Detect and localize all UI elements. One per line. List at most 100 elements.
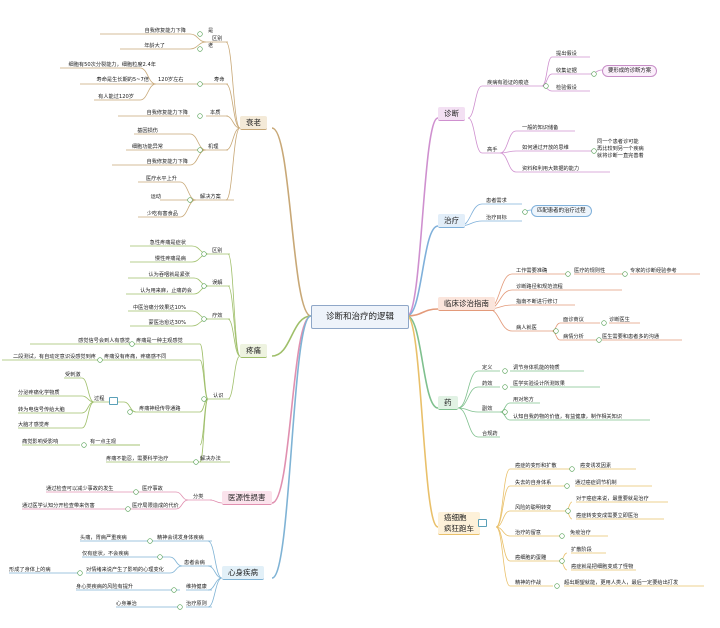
aging-mech-item-1: 基因损伤 (137, 128, 158, 134)
collapse-toggle-icon (133, 489, 139, 495)
root-node[interactable]: 诊断和治疗的逻辑 (311, 305, 409, 329)
connector-line (175, 499, 189, 510)
collapse-toggle-icon (502, 384, 508, 390)
treat-item-2: 治疗目标 (486, 215, 507, 221)
collapse-toggle-icon (569, 466, 575, 472)
branch-aging[interactable]: 衰老 (240, 116, 267, 130)
branch-iatrogenic[interactable]: 医源性损害 (222, 491, 272, 505)
connector-line (457, 370, 479, 409)
aging-mech-label: 机理 (208, 144, 219, 150)
connector-line (271, 315, 312, 579)
connector-line (199, 398, 209, 413)
collapse-toggle-icon (193, 459, 199, 465)
connector-line (123, 401, 137, 413)
collapse-toggle-icon (502, 368, 508, 374)
aging-sol-item-3: 少吃有害食品 (146, 211, 178, 217)
branch-diagnosis[interactable]: 诊断 (438, 107, 465, 121)
cancer-item-6: 精神的作战 (515, 580, 541, 586)
treat-item-1: 患者需求 (486, 198, 507, 204)
branch-medicine[interactable]: 药 (438, 396, 458, 410)
pain-path-item-4: 大脑才感觉疼 (18, 422, 50, 428)
aging-diff-label: 区别 (212, 36, 223, 42)
collapse-toggle-icon (157, 554, 163, 560)
psych-mid-tag-1: 患者会病 (184, 560, 205, 566)
diag-evidence-item-3: 检验假设 (556, 85, 577, 91)
cancer-tag-6: 超出期望就能，更用人类人，最后一定要给出打发 (564, 580, 679, 586)
pain-path-tag: 疼痛神经传导通路 (139, 406, 181, 412)
diag-evidence-note[interactable]: 要形成的诊断方案 (602, 65, 658, 77)
connector-line (189, 41, 207, 50)
collapse-toggle-icon (81, 442, 87, 448)
pain-rec-label: 认识 (213, 393, 224, 399)
collapse-toggle-icon (554, 583, 560, 589)
connector-line (541, 85, 553, 92)
note-icon[interactable] (109, 397, 118, 405)
collapse-toggle-icon (601, 320, 607, 326)
connector-line (457, 386, 479, 409)
cancer-item-3: 风险的聪明转变 (515, 505, 552, 511)
connector-line (199, 398, 209, 463)
collapse-toggle-icon (201, 251, 207, 257)
collapse-toggle-icon (197, 147, 203, 153)
connector-line (227, 355, 241, 400)
iatro-class-label: 分类 (193, 494, 204, 500)
treat-note[interactable]: 匹配患者的治疗过程 (531, 205, 592, 217)
pain-path-item-3: 转为电信号传给大脑 (18, 407, 65, 413)
cancer-tag-2: 通过癌症调节机制 (575, 480, 617, 486)
pain-conclusion-tag: 解决办法 (200, 456, 221, 462)
guide-tag-1: 医疗的规则性 (574, 268, 606, 274)
collapse-toggle-icon (147, 538, 153, 544)
collapse-toggle-icon (596, 337, 602, 343)
cancer-sub-5b: 癌症就是把细胞变成了怪物 (571, 564, 634, 570)
cancer-tag-3: 对于癌症来说，最重要就是治疗 (576, 496, 649, 502)
collapse-toggle-icon (187, 197, 193, 203)
collapse-toggle-icon (125, 506, 131, 512)
aging-sol-item-1: 医疗水平上升 (145, 176, 177, 182)
pain-rec-a-tag: 疼痛是一种主观感觉 (136, 338, 183, 344)
med-label-1: 定义 (482, 365, 493, 371)
connector-line (406, 308, 439, 317)
guide-item-1: 工作需要准确 (516, 268, 548, 274)
collapse-toggle-icon (522, 209, 528, 215)
pain-rec-a: 感觉信号会到人有感觉 (78, 338, 130, 344)
note-icon[interactable] (478, 519, 487, 527)
collapse-toggle-icon (553, 328, 559, 334)
diag-doctor-item-1: 一般的知识储备 (522, 125, 559, 131)
collapse-toggle-icon (97, 357, 103, 363)
connector-line (499, 411, 511, 421)
collapse-toggle-icon (622, 271, 628, 277)
aging-essence-label: 本质 (210, 110, 221, 116)
pain-rec-b-tag: 疼痛没有疼痛，疼痛感不同 (104, 354, 167, 360)
connector-line (207, 540, 223, 579)
aging-lifespan-item-1: 细胞有50次分裂能力，细胞粒度2.4年 (68, 62, 156, 68)
branch-psychosomatic[interactable]: 心身疾病 (222, 566, 264, 580)
connector-line (495, 510, 511, 528)
aging-mech-item-2: 细胞功能异常 (131, 144, 163, 150)
psych-item-2: 仅有症状，不会疾病 (82, 551, 129, 557)
connector-line (169, 556, 183, 567)
guide-item-4: 病人就医 (516, 325, 537, 331)
guide-tag-4b: 医生需要和患者多的沟通 (602, 334, 660, 340)
pain-sense-tag: 有一点主观 (90, 439, 116, 445)
psych-tag-1: 精神会诱发身体疾病 (157, 535, 204, 541)
psych-item-5: 心身兼治 (116, 601, 137, 607)
collapse-toggle-icon (559, 533, 565, 539)
branch-treatment[interactable]: 治疗 (438, 214, 465, 228)
branch-cancer[interactable]: 癌细胞 疯狂跑车 (438, 512, 480, 535)
connector-line (406, 117, 439, 317)
med-text-1: 调节身体机能的物质 (513, 365, 560, 371)
collapse-toggle-icon (565, 271, 571, 277)
diag-doctor-note-1: 同一个患者诊可能 (597, 139, 639, 145)
diag-doctor-item-3: 资料和利用大数据的能力 (522, 166, 580, 172)
branch-pain[interactable]: 疼痛 (240, 344, 267, 358)
pain-conclusion: 疼痛不能忍，需要科学治疗 (106, 456, 169, 462)
branch-guidelines[interactable]: 临床诊治指南 (438, 297, 495, 311)
psych-item-4: 身心类疾病的风险有提升 (76, 584, 134, 590)
diag-evidence-item-2: 收集证据 (556, 68, 577, 74)
diag-evidence-label: 疾病有验证的痕迹 (487, 80, 529, 86)
connector-line (175, 491, 189, 501)
med-text-3: 用对地方 (513, 397, 534, 403)
guide-item-2: 诊断路径和规范流程 (516, 284, 563, 290)
connector-line (541, 73, 553, 87)
connector-line (189, 149, 207, 166)
